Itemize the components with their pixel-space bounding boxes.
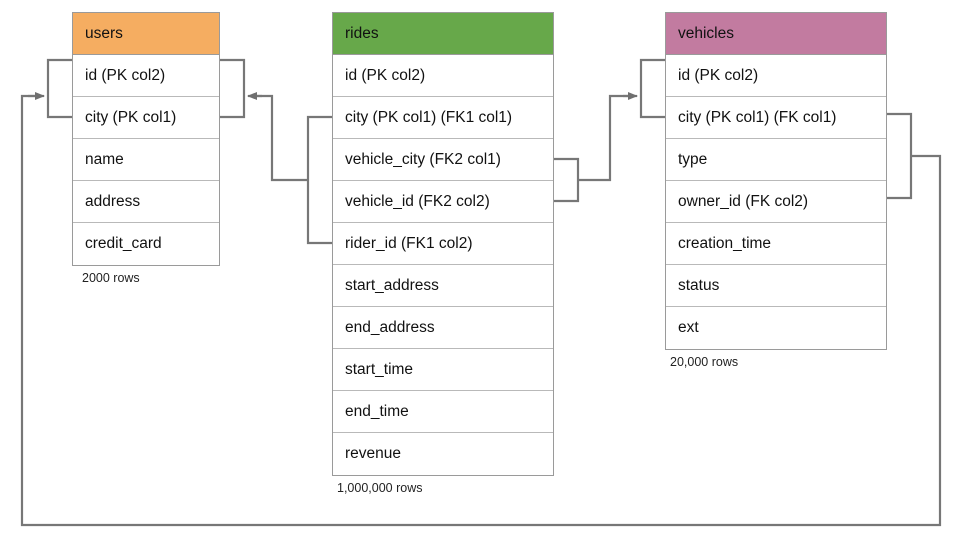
table-vehicles-column-ext[interactable]: ext: [666, 307, 886, 349]
table-rides-column-end-address[interactable]: end_address: [333, 307, 553, 349]
table-users-column-credit-card[interactable]: credit_card: [73, 223, 219, 265]
table-users-column-id[interactable]: id (PK col2): [73, 55, 219, 97]
edge-users-right-bracket: [220, 58, 246, 119]
table-users-column-address[interactable]: address: [73, 181, 219, 223]
edge-rides-fk2-bracket: [554, 157, 580, 203]
edge-vehicles-left-bracket: [639, 58, 665, 119]
table-rides-title: rides: [333, 13, 553, 55]
table-rides-column-city[interactable]: city (PK col1) (FK1 col1): [333, 97, 553, 139]
table-rides-column-start-address[interactable]: start_address: [333, 265, 553, 307]
table-vehicles-column-creation-time[interactable]: creation_time: [666, 223, 886, 265]
table-rides-row-count: 1,000,000 rows: [337, 481, 423, 495]
table-vehicles-title: vehicles: [666, 13, 886, 55]
edge-rides-fk1-link: [252, 94, 308, 182]
edge-rides-fk1-bracket: [306, 115, 332, 245]
table-rides-column-start-time[interactable]: start_time: [333, 349, 553, 391]
table-vehicles[interactable]: vehicles id (PK col2) city (PK col1) (FK…: [665, 12, 887, 350]
table-vehicles-column-owner-id[interactable]: owner_id (FK col2): [666, 181, 886, 223]
table-users-column-name[interactable]: name: [73, 139, 219, 181]
table-users-row-count: 2000 rows: [82, 271, 140, 285]
table-rides-column-end-time[interactable]: end_time: [333, 391, 553, 433]
table-vehicles-column-type[interactable]: type: [666, 139, 886, 181]
table-rides-column-vehicle-city[interactable]: vehicle_city (FK2 col1): [333, 139, 553, 181]
edge-vehicles-right-bracket: [887, 112, 913, 200]
table-users-title: users: [73, 13, 219, 55]
table-users-column-city[interactable]: city (PK col1): [73, 97, 219, 139]
table-rides-column-revenue[interactable]: revenue: [333, 433, 553, 475]
edge-rides-fk2-link: [578, 94, 633, 182]
table-rides-column-rider-id[interactable]: rider_id (FK1 col2): [333, 223, 553, 265]
edge-users-left-bracket: [46, 58, 72, 119]
table-vehicles-column-id[interactable]: id (PK col2): [666, 55, 886, 97]
table-vehicles-row-count: 20,000 rows: [670, 355, 739, 369]
table-rides-column-id[interactable]: id (PK col2): [333, 55, 553, 97]
table-rides-column-vehicle-id[interactable]: vehicle_id (FK2 col2): [333, 181, 553, 223]
table-users[interactable]: users id (PK col2) city (PK col1) name a…: [72, 12, 220, 266]
table-rides[interactable]: rides id (PK col2) city (PK col1) (FK1 c…: [332, 12, 554, 476]
table-vehicles-column-status[interactable]: status: [666, 265, 886, 307]
table-vehicles-column-city[interactable]: city (PK col1) (FK col1): [666, 97, 886, 139]
